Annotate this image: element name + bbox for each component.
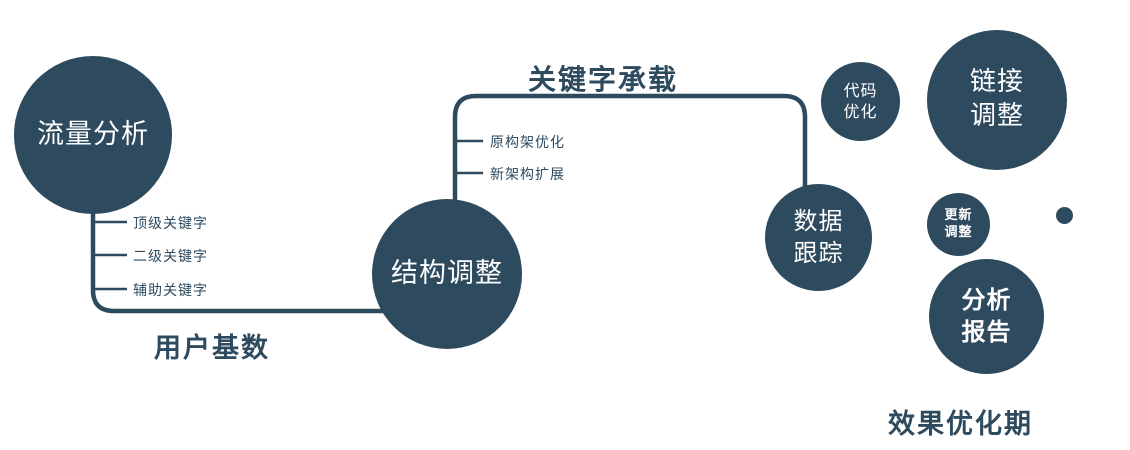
node-structure-adjust: 结构调整 (372, 199, 522, 349)
node-update-adjust-line2: 调整 (944, 224, 973, 240)
branch-label-orig-arch: 原构架优化 (490, 135, 565, 151)
node-update-adjust: 更新 调整 (927, 193, 990, 256)
node-data-tracking-line2: 跟踪 (793, 238, 844, 267)
node-code-optimize-line2: 优化 (843, 101, 878, 121)
small-dot-bullet (1056, 207, 1073, 224)
node-update-adjust-line1: 更新 (944, 207, 973, 223)
branch-label-top-keyword: 顶级关键字 (133, 216, 208, 232)
node-structure-adjust-label: 结构调整 (391, 258, 503, 290)
node-analysis-report-line1: 分析 (961, 286, 1012, 315)
caption-effect-optimization: 效果优化期 (888, 409, 1033, 440)
edge-keyword-carry-path (452, 93, 808, 203)
node-code-optimize: 代码 优化 (821, 62, 900, 141)
edge-label-user-base: 用户基数 (154, 333, 270, 364)
node-data-tracking: 数据 跟踪 (765, 184, 872, 291)
branch-label-second-keyword: 二级关键字 (133, 249, 208, 265)
node-code-optimize-line1: 代码 (843, 80, 878, 100)
node-analysis-report-line2: 报告 (961, 317, 1012, 346)
node-link-adjust-line1: 链接 (969, 67, 1024, 98)
node-analysis-report: 分析 报告 (929, 259, 1044, 374)
node-data-tracking-line1: 数据 (793, 207, 844, 236)
node-link-adjust-line2: 调整 (969, 101, 1024, 131)
branch-label-aux-keyword: 辅助关键字 (133, 283, 208, 299)
node-traffic-analysis-label: 流量分析 (37, 119, 149, 151)
node-traffic-analysis: 流量分析 (14, 56, 172, 214)
edge-label-keyword-carry: 关键字承载 (528, 63, 679, 96)
node-link-adjust: 链接 调整 (927, 30, 1067, 170)
branch-label-new-arch: 新架构扩展 (490, 167, 565, 183)
